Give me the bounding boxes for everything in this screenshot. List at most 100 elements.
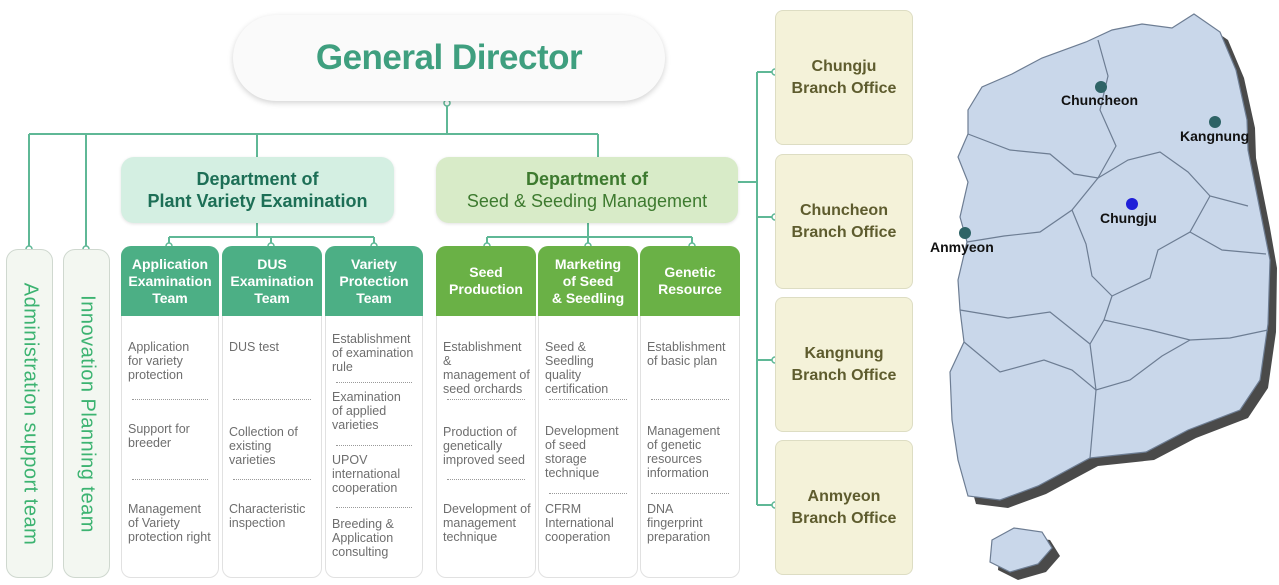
task-line: varieties — [332, 418, 379, 432]
task-line: Collection of — [229, 425, 298, 439]
team-name-line: Application — [131, 255, 209, 272]
team-name-line: & Seedling — [551, 289, 625, 306]
city-markers — [959, 81, 1221, 239]
task-line: improved seed — [443, 453, 525, 467]
city-label-chuncheon: Chuncheon — [1061, 92, 1138, 108]
task-divider — [233, 479, 311, 480]
task-line: cooperation — [545, 530, 611, 544]
task-divider — [336, 507, 412, 508]
task-line: Support for — [128, 422, 190, 436]
task-line: protection right — [128, 530, 211, 544]
korea-map — [949, 13, 1277, 580]
department-seed-seeding-management: Department of Seed & Seeding Management — [436, 157, 738, 223]
kangnung-marker — [1209, 116, 1221, 128]
province-borders — [959, 39, 1269, 459]
task-line: management of — [443, 368, 530, 382]
branch-office-anmyeon: Anmyeon Branch Office — [775, 440, 913, 575]
team-name-line: Variety — [351, 255, 397, 272]
task-line: Application — [332, 531, 394, 545]
innovation-planning-team-box: Innovation Planning team — [63, 249, 110, 578]
branch-office-chungju: Chungju Branch Office — [775, 10, 913, 145]
task-line: for variety — [128, 354, 183, 368]
task-divider — [336, 382, 412, 383]
task-line: technique — [443, 530, 498, 544]
team-name-line: Production — [449, 281, 523, 297]
task-line: certification — [545, 382, 609, 396]
branch-name: Chuncheon — [799, 201, 888, 219]
task-line: Characteristic — [229, 502, 306, 516]
branch-office-kangnung: Kangnung Branch Office — [775, 297, 913, 432]
task-line: breeder — [128, 436, 172, 450]
department-title-line: Department of — [525, 169, 648, 189]
task-line: Management — [128, 502, 201, 516]
branch-office-label: Branch Office — [791, 366, 897, 384]
task-divider — [336, 445, 412, 446]
task-line: of seed — [545, 438, 587, 452]
task-line: resources — [647, 452, 702, 466]
city-label-kangnung: Kangnung — [1180, 128, 1250, 144]
team-name-line: Marketing — [554, 255, 622, 272]
task-line: Development — [545, 424, 619, 438]
chungju-marker — [1126, 198, 1138, 210]
department-title-line: Seed & Seeding Management — [466, 191, 708, 211]
task-line: CFRM — [545, 502, 582, 516]
task-divider — [549, 399, 627, 400]
task-line: of applied — [332, 404, 387, 418]
task-line: consulting — [332, 545, 389, 559]
task-line: Establishment & — [443, 340, 522, 368]
team-name-line: DUS — [257, 255, 287, 272]
task-line: Breeding & — [332, 517, 394, 531]
map-land — [949, 13, 1271, 573]
task-line: UPOV — [332, 453, 368, 467]
innovation-planning-team-label: Innovation Planning team — [76, 294, 98, 533]
task-line: Establishment — [647, 340, 726, 354]
task-line: DUS test — [229, 340, 280, 354]
task-line: existing — [229, 439, 272, 453]
department-plant-variety-examination: Department of Plant Variety Examination — [121, 157, 394, 223]
team-name-line: of Seed — [562, 272, 614, 289]
task-line: preparation — [647, 530, 711, 544]
department-title-line: Department of — [196, 169, 319, 189]
task-divider — [549, 493, 627, 494]
anmyeon-marker — [959, 227, 971, 239]
task-line: international — [332, 467, 401, 481]
task-line: cooperation — [332, 481, 398, 495]
city-label-anmyeon: Anmyeon — [930, 239, 994, 255]
task-line: Establishment — [332, 332, 411, 346]
team-name-line: Team — [254, 289, 290, 306]
task-line: technique — [545, 466, 600, 480]
task-divider — [233, 399, 311, 400]
administration-support-team-box: Administration support team — [6, 249, 53, 578]
team-task: DUS test — [229, 340, 317, 354]
branch-office-label: Branch Office — [791, 223, 897, 241]
task-divider — [447, 479, 525, 480]
branch-name: Anmyeon — [807, 487, 881, 505]
branch-office-label: Branch Office — [791, 509, 897, 527]
chuncheon-marker — [1095, 81, 1107, 93]
task-line: of examination — [332, 346, 414, 360]
task-line: genetically — [443, 439, 503, 453]
task-line: Examination — [332, 390, 401, 404]
task-divider — [132, 479, 208, 480]
team-name-line: Resource — [658, 281, 722, 297]
team-name-line: Protection — [339, 272, 409, 289]
general-director-label: General Director — [315, 38, 583, 77]
